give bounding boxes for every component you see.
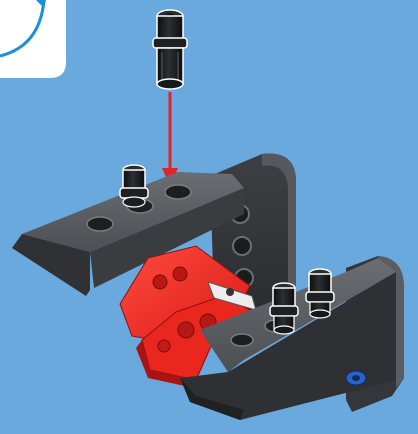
black-connector-pin-icon [306, 269, 334, 318]
black-connector-pin-icon [153, 10, 187, 89]
black-connector-pin-icon [120, 165, 148, 207]
step-badge-icon [0, 0, 66, 78]
black-connector-pin-icon [270, 283, 298, 334]
